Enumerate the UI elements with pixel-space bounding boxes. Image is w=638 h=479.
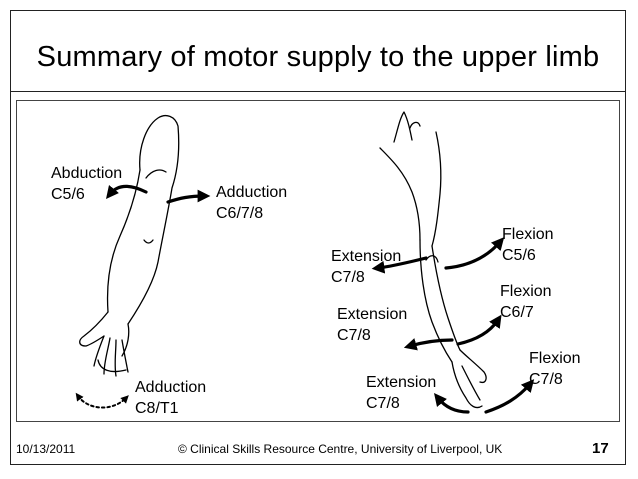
title-area: Summary of motor supply to the upper lim… [10, 10, 626, 92]
left-arm-palm-edge [121, 323, 130, 357]
left-arm-shoulder-fold [145, 169, 167, 179]
elbow-flexion-label: Flexion C5/6 [502, 224, 554, 266]
right-arm-elbow-crease [425, 255, 439, 263]
wrist-extension-label: Extension C7/8 [337, 304, 407, 346]
right-arm-upper-right-outline [431, 131, 442, 247]
finger-flexion-arrow [484, 379, 535, 414]
left-arm-finger-2 [103, 337, 111, 375]
shoulder-adduction-roots: C6/7/8 [216, 205, 264, 222]
shoulder-abduction-name: Abduction [51, 165, 123, 182]
finger-extension-roots: C7/8 [366, 395, 400, 412]
shoulder-adduction-name: Adduction [216, 184, 288, 201]
footer-date: 10/13/2011 [16, 442, 76, 456]
wrist-extension-roots: C7/8 [337, 327, 371, 344]
left-arm-inner-outline [106, 169, 141, 313]
elbow-flexion-roots: C5/6 [502, 247, 536, 264]
slide-frame [10, 10, 626, 465]
wrist-extension-name: Extension [337, 306, 408, 323]
left-arm-finger-4 [121, 339, 129, 373]
finger-extension-name: Extension [366, 374, 437, 391]
shoulder-adduction-label: Adduction C6/7/8 [216, 182, 287, 224]
left-arm-fingertips [97, 359, 127, 373]
shoulder-abduction-arrow [105, 184, 148, 199]
right-arm-ear-hint [409, 121, 421, 129]
right-arm-illustration [379, 111, 487, 409]
finger-flexion-name: Flexion [529, 350, 581, 367]
left-arm-outer-outline [127, 115, 180, 325]
elbow-flexion-arrow [444, 237, 505, 270]
page-number: 17 [592, 440, 609, 457]
left-arm-elbow-fold [143, 239, 154, 244]
left-arm-illustration [79, 115, 180, 377]
elbow-extension-name: Extension [331, 248, 402, 265]
shoulder-abduction-roots: C5/6 [51, 186, 85, 203]
finger-adduction-roots: C8/T1 [135, 400, 179, 417]
finger-flexion-roots: C7/8 [529, 371, 563, 388]
diagram-panel [16, 100, 620, 422]
right-arm-thumb [459, 349, 487, 384]
right-arm-finger-line [461, 365, 481, 401]
footer-copyright: © Clinical Skills Resource Centre, Unive… [178, 442, 503, 456]
wrist-flexion-name: Flexion [500, 283, 552, 300]
elbow-extension-label: Extension C7/8 [331, 246, 401, 288]
finger-flexion-label: Flexion C7/8 [529, 348, 581, 390]
right-arm-hand-left [451, 361, 483, 409]
finger-adduction-name: Adduction [135, 379, 207, 396]
right-arm-forearm-right [431, 245, 461, 351]
elbow-extension-arrow [371, 256, 428, 274]
left-arm-thumb [79, 311, 109, 347]
movement-arrows [75, 184, 535, 414]
wrist-flexion-arrow [456, 314, 502, 346]
slide-title: Summary of motor supply to the upper lim… [36, 41, 600, 73]
shoulder-adduction-arrow [166, 189, 211, 204]
finger-extension-arrow [433, 393, 470, 414]
elbow-extension-roots: C7/8 [331, 269, 365, 286]
wrist-flexion-label: Flexion C6/7 [500, 281, 552, 323]
right-arm-head-hint [393, 111, 413, 143]
wrist-extension-arrow [403, 338, 454, 351]
left-arm-finger-3 [114, 339, 117, 377]
finger-adduction-arrow [75, 392, 129, 409]
elbow-flexion-name: Flexion [502, 226, 554, 243]
shoulder-abduction-label: Abduction C5/6 [51, 163, 122, 205]
right-arm-forearm-left [419, 239, 453, 363]
left-arm-finger-1 [93, 335, 105, 367]
finger-adduction-label: Adduction C8/T1 [135, 377, 206, 419]
finger-extension-label: Extension C7/8 [366, 372, 436, 414]
wrist-flexion-roots: C6/7 [500, 304, 534, 321]
right-arm-upper-left-outline [379, 147, 421, 241]
